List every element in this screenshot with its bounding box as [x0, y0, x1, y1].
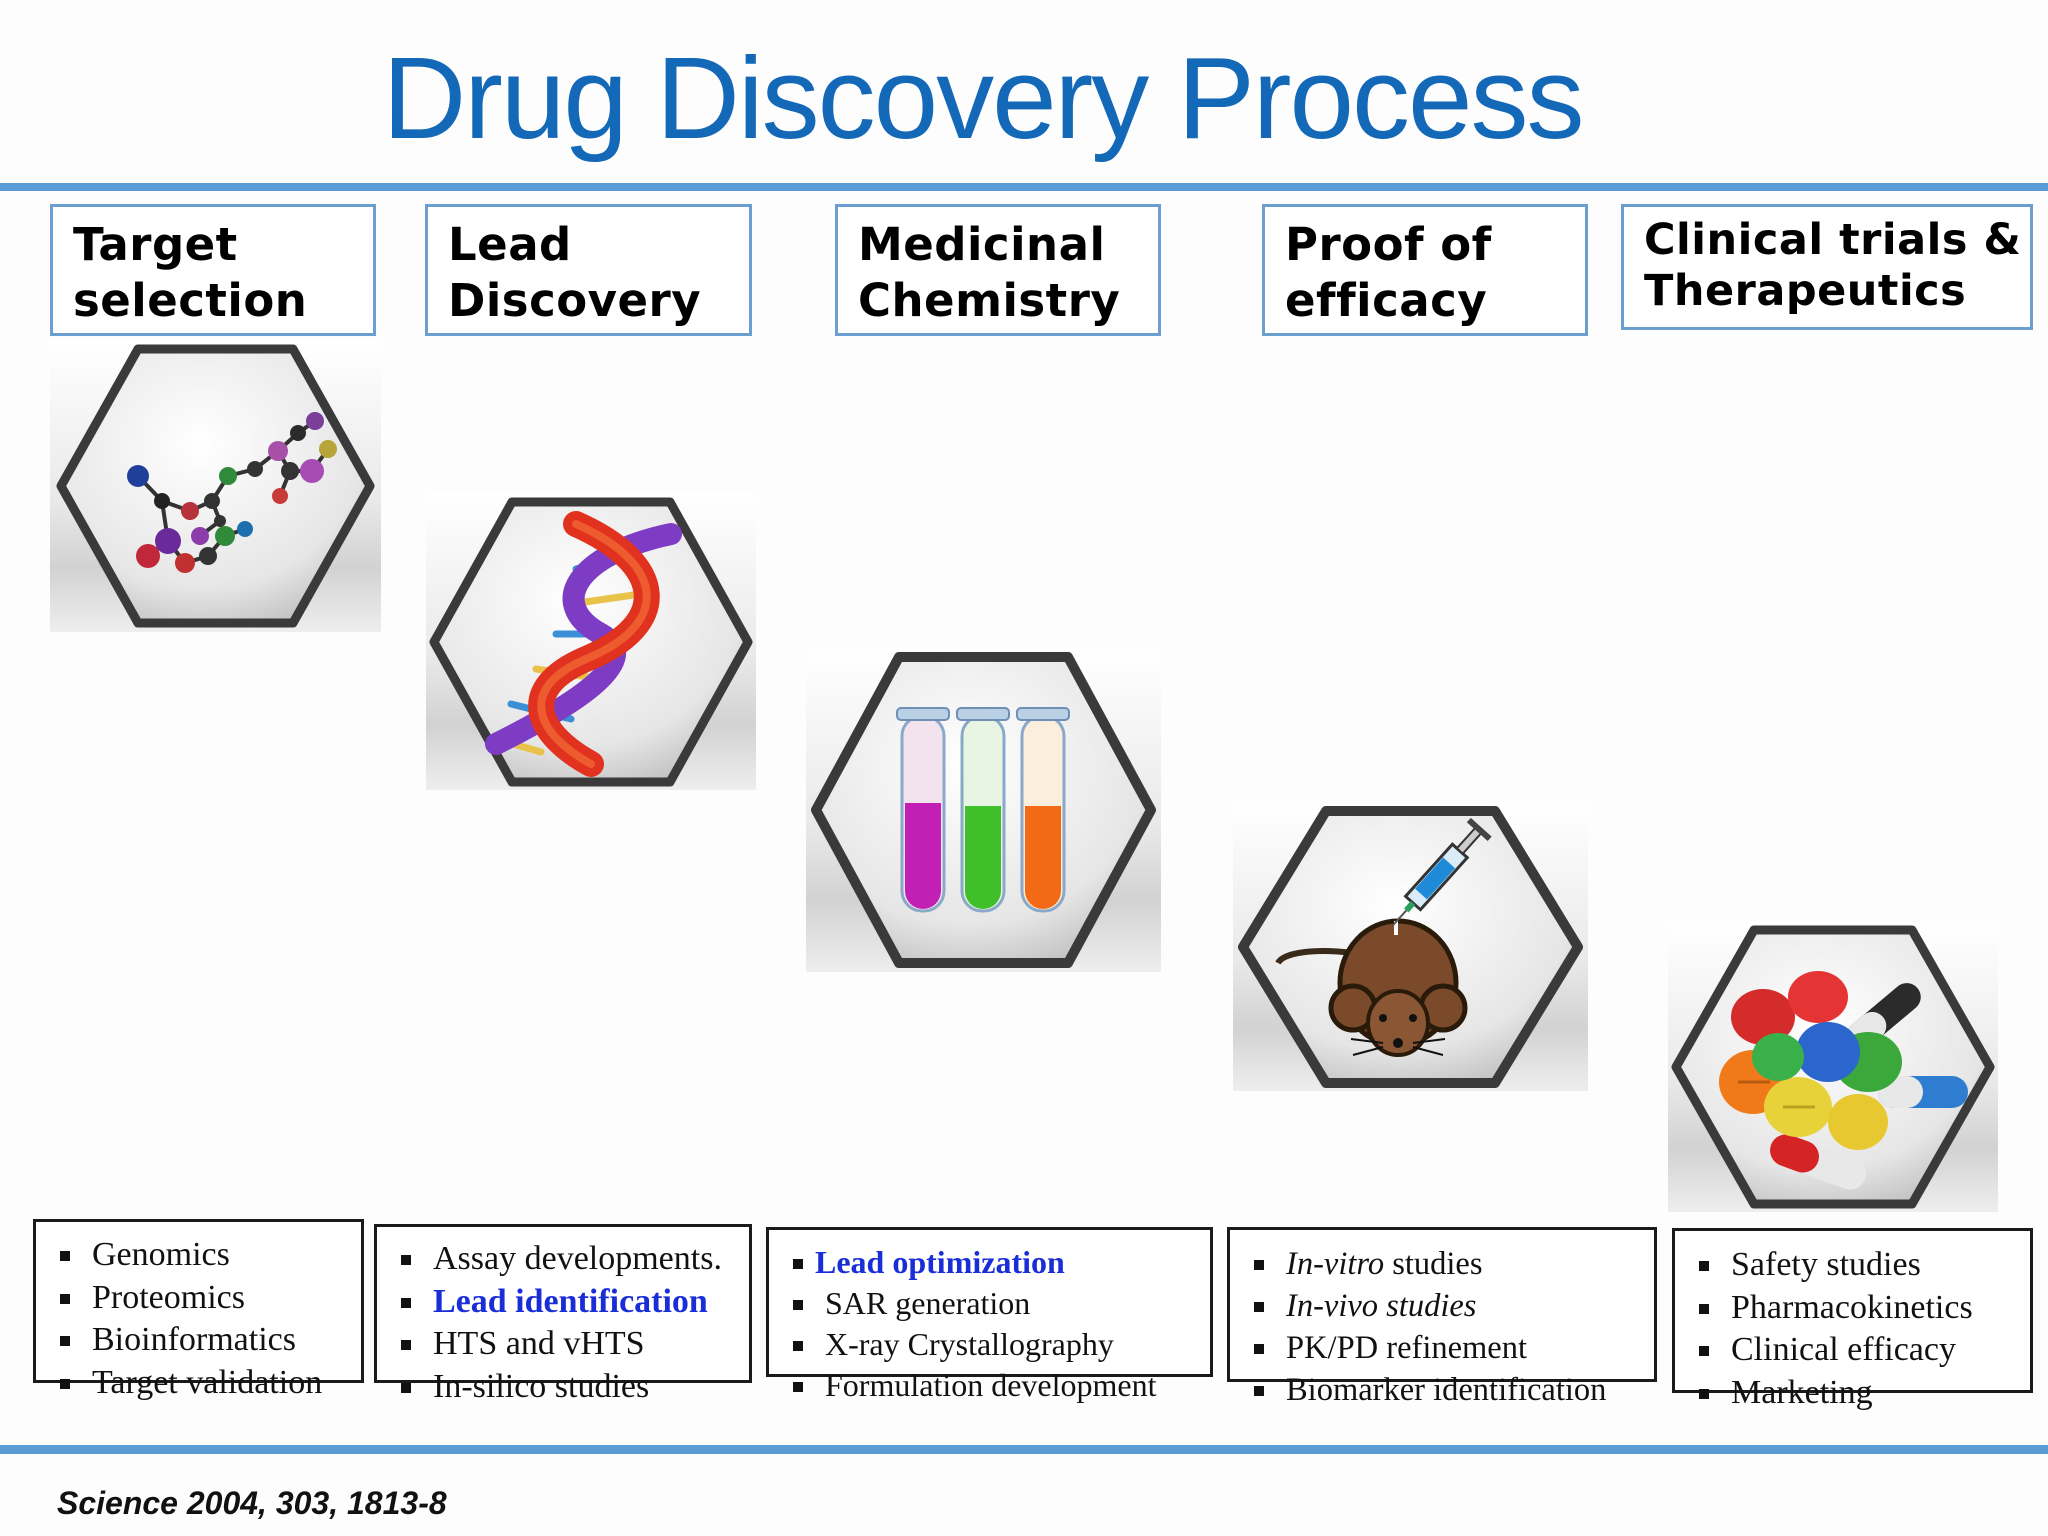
- test-tubes-icon: [806, 648, 1161, 972]
- stage-heading-clinical-trials: Clinical trials & Therapeutics: [1621, 204, 2033, 330]
- stage-image-target-selection: [50, 341, 381, 632]
- activities-list-target-selection: Genomics Proteomics Bioinformatics Targe…: [33, 1219, 364, 1401]
- stage-image-lead-discovery: [426, 494, 756, 790]
- list-item: Target validation: [56, 1362, 351, 1405]
- stage-image-proof-of-efficacy: [1233, 803, 1588, 1091]
- list-item: Safety studies: [1695, 1244, 2020, 1287]
- stage-heading-line: Discovery: [448, 274, 702, 327]
- bottom-rule: [0, 1445, 2048, 1454]
- citation: Science 2004, 303, 1813-8: [57, 1485, 447, 1521]
- stage-image-medicinal-chemistry: [806, 648, 1161, 972]
- stage-heading-target-selection: Target selection: [50, 204, 376, 336]
- molecule-icon: [50, 341, 381, 632]
- stage-heading-line: Lead: [448, 218, 572, 271]
- stage-heading-lead-discovery: Lead Discovery: [425, 204, 752, 336]
- list-item: Clinical efficacy: [1695, 1329, 2020, 1372]
- list-item-text: studies: [1392, 1246, 1483, 1282]
- list-item: Pharmacokinetics: [1695, 1287, 2020, 1330]
- list-item: X-ray Crystallography: [789, 1324, 1200, 1365]
- activities-list-clinical-trials: Safety studies Pharmacokinetics Clinical…: [1672, 1228, 2033, 1411]
- stage-heading-line: Therapeutics: [1644, 266, 1967, 316]
- list-item-emphasis: In-vitro: [1286, 1246, 1385, 1282]
- list-item: Marketing: [1695, 1372, 2020, 1415]
- page-title: Drug Discovery Process: [382, 33, 1584, 163]
- stage-heading-proof-of-efficacy: Proof of efficacy: [1262, 204, 1588, 336]
- dna-helix-icon: [426, 494, 756, 790]
- stage-heading-medicinal-chemistry: Medicinal Chemistry: [835, 204, 1161, 336]
- stage-heading-line: Medicinal: [858, 218, 1106, 271]
- list-item: Assay developments.: [397, 1238, 739, 1281]
- list-item: Lead identification: [397, 1281, 739, 1324]
- list-item: SAR generation: [789, 1283, 1200, 1324]
- stage-heading-line: selection: [73, 274, 308, 327]
- list-item: In-vivo studies: [1250, 1285, 1644, 1327]
- top-rule: [0, 183, 2048, 191]
- list-item: In-vitro studies: [1250, 1243, 1644, 1285]
- activities-list-lead-discovery: Assay developments. Lead identification …: [374, 1224, 752, 1405]
- stage-heading-line: Clinical trials &: [1644, 215, 2022, 265]
- pills-capsules-icon: [1668, 922, 1998, 1212]
- mouse-syringe-icon: [1233, 803, 1588, 1091]
- list-item: Genomics: [56, 1234, 351, 1277]
- list-item: Lead optimization: [789, 1242, 1200, 1283]
- list-item: Formulation development: [789, 1365, 1200, 1406]
- list-item: Proteomics: [56, 1277, 351, 1320]
- list-item: HTS and vHTS: [397, 1323, 739, 1366]
- stage-heading-line: Target: [73, 218, 238, 271]
- stage-heading-line: Proof of: [1285, 218, 1492, 271]
- stage-heading-line: efficacy: [1285, 274, 1488, 327]
- list-item: Bioinformatics: [56, 1319, 351, 1362]
- list-item: Biomarker identification: [1250, 1369, 1644, 1411]
- activities-list-proof-of-efficacy: In-vitro studies In-vivo studies PK/PD r…: [1227, 1227, 1657, 1408]
- stage-heading-line: Chemistry: [858, 274, 1121, 327]
- activities-list-medicinal-chemistry: Lead optimization SAR generation X-ray C…: [766, 1227, 1213, 1403]
- list-item: PK/PD refinement: [1250, 1327, 1644, 1369]
- stage-image-clinical-trials: [1668, 922, 1998, 1212]
- list-item: In-silico studies: [397, 1366, 739, 1409]
